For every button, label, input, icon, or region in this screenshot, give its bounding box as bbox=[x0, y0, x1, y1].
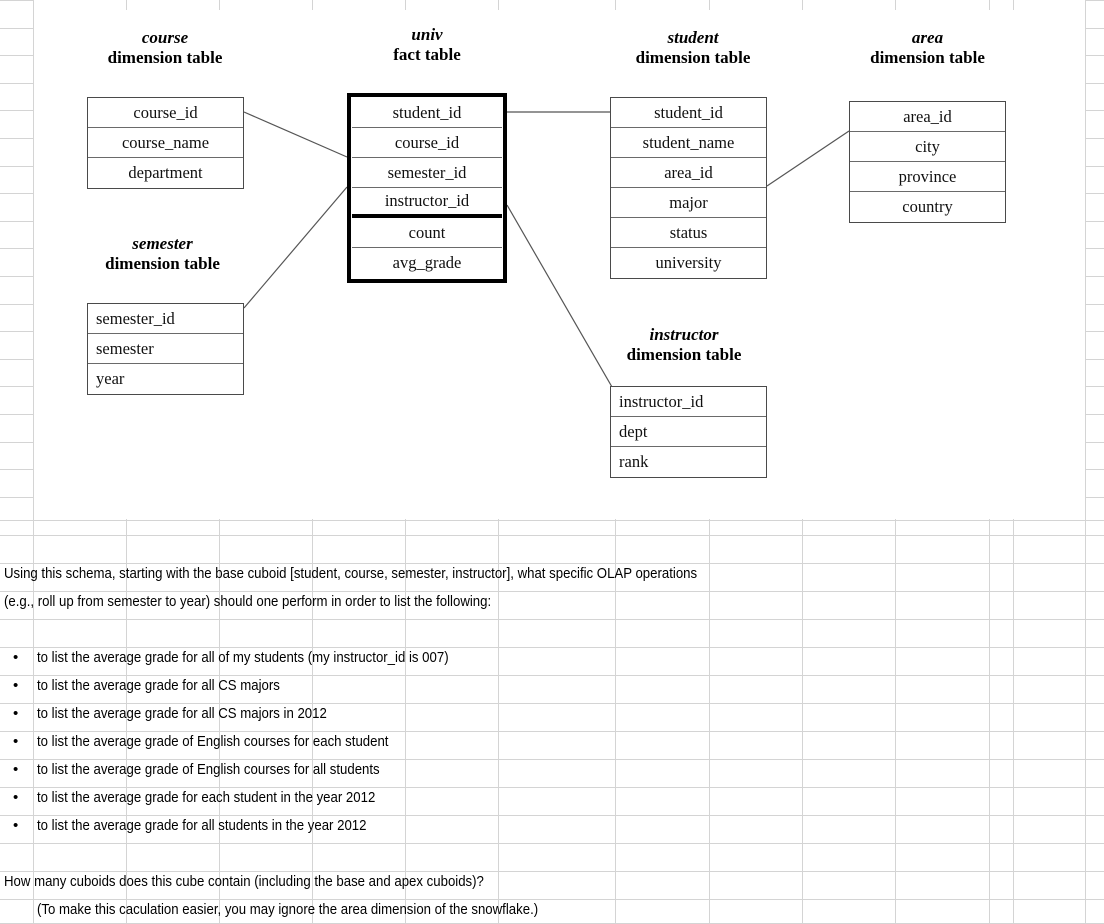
grid-row-line bbox=[0, 759, 1104, 760]
table-name-area: area bbox=[911, 28, 944, 47]
grid-row-line bbox=[0, 703, 1104, 704]
field-row: course_id bbox=[352, 128, 502, 158]
field-row: year bbox=[96, 369, 125, 388]
bullet-marker: • bbox=[13, 705, 19, 722]
grid-row-line bbox=[0, 815, 1104, 816]
bullet-marker: • bbox=[13, 761, 19, 778]
table-name-univ: univ bbox=[411, 25, 443, 44]
table-subtitle-student: dimension table bbox=[635, 48, 751, 67]
field-row: department bbox=[128, 163, 203, 182]
caption-student: student dimension table bbox=[608, 28, 778, 68]
grid-row-line bbox=[0, 871, 1104, 872]
field-row: instructor_id bbox=[611, 387, 766, 417]
question-intro-line-1: Using this schema, starting with the bas… bbox=[4, 565, 698, 582]
field-row: area_id bbox=[611, 158, 766, 188]
grid-row-line bbox=[0, 563, 1104, 564]
grid-column-line bbox=[709, 519, 710, 924]
table-name-course: course bbox=[141, 28, 189, 47]
table-subtitle-semester: dimension table bbox=[105, 254, 220, 273]
table-name-student: student bbox=[667, 28, 719, 47]
bullet-item: to list the average grade for all CS maj… bbox=[37, 677, 280, 694]
field-row: student_name bbox=[611, 128, 766, 158]
table-student: student_id student_name area_id major st… bbox=[610, 97, 767, 279]
grid-column-line bbox=[1085, 519, 1086, 924]
table-course: course_id course_name department bbox=[87, 97, 244, 189]
grid-row-line bbox=[0, 843, 1104, 844]
table-subtitle-instructor: dimension table bbox=[626, 345, 742, 364]
bullet-marker: • bbox=[13, 789, 19, 806]
table-semester: semester_id semester year bbox=[87, 303, 244, 395]
grid-row-line bbox=[0, 619, 1104, 620]
table-name-semester: semester bbox=[132, 234, 193, 253]
bullet-marker: • bbox=[13, 677, 19, 694]
question-closing-line-1: How many cuboids does this cube contain … bbox=[4, 873, 484, 890]
link-course-univ bbox=[243, 111, 348, 158]
field-row: rank bbox=[619, 452, 649, 471]
field-row: course_id bbox=[88, 98, 243, 128]
field-row: province bbox=[850, 162, 1005, 192]
grid-column-line bbox=[802, 519, 803, 924]
grid-column-line bbox=[895, 519, 896, 924]
field-row: semester_id bbox=[352, 158, 502, 188]
grid-row-line bbox=[0, 647, 1104, 648]
field-row: major bbox=[611, 188, 766, 218]
field-row: area_id bbox=[850, 102, 1005, 132]
table-instructor: instructor_id dept rank bbox=[610, 386, 767, 478]
bullet-item: to list the average grade of English cou… bbox=[37, 733, 389, 750]
bullet-marker: • bbox=[13, 817, 19, 834]
caption-univ: univ fact table bbox=[347, 25, 507, 65]
field-row: city bbox=[850, 132, 1005, 162]
caption-area: area dimension table bbox=[845, 28, 1010, 68]
grid-column-line bbox=[989, 519, 990, 924]
grid-column-line bbox=[1013, 519, 1014, 924]
measure-row: count bbox=[352, 218, 502, 248]
field-row: instructor_id bbox=[352, 188, 502, 218]
table-subtitle-univ: fact table bbox=[393, 45, 461, 64]
field-row: student_id bbox=[611, 98, 766, 128]
measure-row: avg_grade bbox=[392, 253, 462, 272]
link-student-area bbox=[766, 130, 850, 187]
grid-row-line bbox=[0, 591, 1104, 592]
grid-row-line bbox=[0, 787, 1104, 788]
caption-semester: semester dimension table bbox=[80, 234, 245, 274]
snowflake-schema-diagram: course dimension table univ fact table s… bbox=[80, 25, 1010, 478]
caption-instructor: instructor dimension table bbox=[600, 325, 768, 365]
bullet-item: to list the average grade for all CS maj… bbox=[37, 705, 327, 722]
grid-row-line bbox=[0, 675, 1104, 676]
bullet-item: to list the average grade for all of my … bbox=[37, 649, 449, 666]
grid-row-line bbox=[0, 731, 1104, 732]
question-intro-line-2: (e.g., roll up from semester to year) sh… bbox=[4, 593, 492, 610]
bullet-item: to list the average grade for each stude… bbox=[37, 789, 376, 806]
table-area: area_id city province country bbox=[849, 101, 1006, 223]
grid-row-line bbox=[0, 899, 1104, 900]
field-row: country bbox=[902, 197, 953, 216]
table-univ-fact: student_id course_id semester_id instruc… bbox=[347, 93, 507, 283]
question-closing-line-2: (To make this caculation easier, you may… bbox=[37, 901, 539, 918]
link-semester-univ bbox=[243, 186, 348, 309]
link-univ-instructor bbox=[506, 204, 613, 388]
schema-connector-lines bbox=[243, 111, 850, 388]
bullet-marker: • bbox=[13, 733, 19, 750]
field-row: dept bbox=[611, 417, 766, 447]
field-row: course_name bbox=[88, 128, 243, 158]
caption-course: course dimension table bbox=[85, 28, 245, 68]
bullet-item: to list the average grade for all studen… bbox=[37, 817, 367, 834]
bullet-item: to list the average grade of English cou… bbox=[37, 761, 380, 778]
table-name-instructor: instructor bbox=[649, 325, 719, 344]
table-subtitle-course: dimension table bbox=[107, 48, 223, 67]
bullet-marker: • bbox=[13, 649, 19, 666]
field-row: student_id bbox=[352, 98, 502, 128]
field-row: university bbox=[655, 253, 722, 272]
field-row: semester bbox=[88, 334, 243, 364]
field-row: semester_id bbox=[88, 304, 243, 334]
field-row: status bbox=[611, 218, 766, 248]
table-subtitle-area: dimension table bbox=[870, 48, 985, 67]
grid-row-line bbox=[0, 535, 1104, 536]
